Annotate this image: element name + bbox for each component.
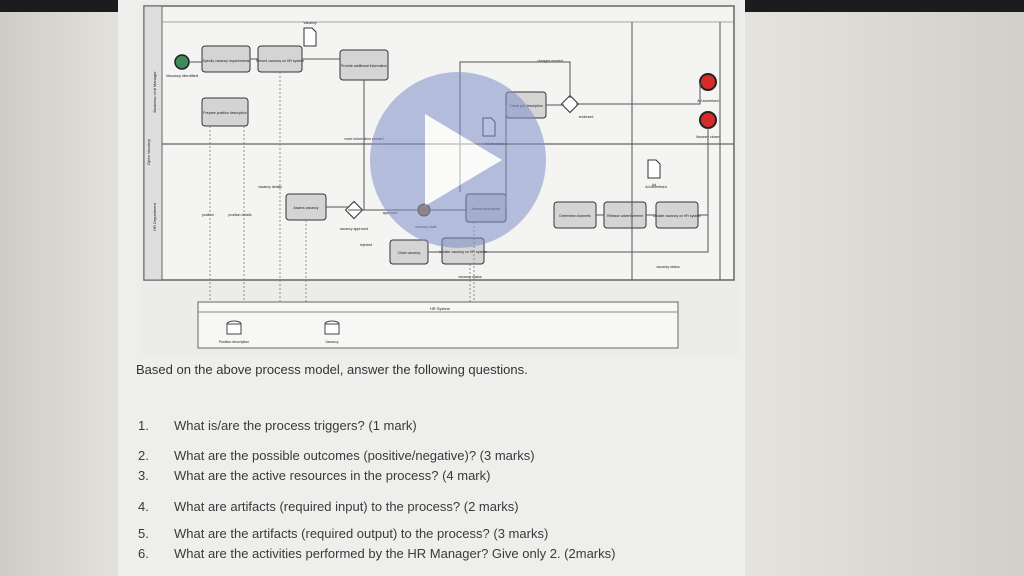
left-margin — [0, 12, 118, 576]
right-margin — [745, 12, 1024, 576]
diagram-label: Ad advertised — [697, 99, 718, 103]
data-ad — [647, 159, 661, 179]
intro-text: Based on the above process model, answer… — [136, 362, 528, 377]
diagram-label: vacancy details — [258, 185, 282, 189]
bpmn-diagram: Business Unit Manager Open Vacancy HR De… — [140, 2, 740, 356]
diagram-label: vacancy status — [656, 265, 679, 269]
hr-system-lane — [197, 301, 679, 349]
diagram-label: Determine channels — [559, 214, 590, 218]
diagram-label: Prepare position description — [203, 111, 246, 115]
diagram-label: Release advertisement — [607, 214, 643, 218]
task-prepare — [201, 97, 249, 127]
diagram-label: Vacancy — [325, 340, 338, 344]
diagram-label: HR System — [430, 306, 451, 311]
diagram-label: Specify vacancy requirements — [203, 59, 250, 63]
end-event-advertised — [699, 73, 717, 91]
play-video-button[interactable] — [370, 72, 546, 248]
diagram-label: Ad advertised — [645, 185, 666, 189]
lane-top-label: Business Unit Manager — [152, 71, 157, 113]
diagram-label: position — [202, 213, 214, 217]
gateway-endorsed — [560, 94, 580, 114]
lane-bottom-label: HR Department — [152, 202, 157, 231]
diagram-label: rejected — [360, 243, 373, 247]
diagram-label: Position description — [219, 340, 249, 344]
diagram-label: Close vacancy — [398, 251, 421, 255]
data-vacancy — [303, 27, 317, 47]
diagram-label: position details — [228, 213, 251, 217]
diagram-label: Assess vacancy — [293, 206, 318, 210]
start-event — [174, 54, 190, 70]
diagram-label: Ad — [652, 183, 656, 187]
diagram-label: Vacancy identified — [166, 73, 198, 78]
end-event-closed — [699, 111, 717, 129]
diagram-label: endorsed — [579, 115, 594, 119]
pool-header — [143, 5, 163, 281]
diagram-label: Update vacancy on HR system — [653, 214, 701, 218]
lane-top2-label: Open Vacancy — [146, 139, 151, 165]
diagram-label: changes needed — [537, 59, 563, 63]
diagram-label: vacancy approved — [340, 227, 368, 231]
diagram-label: Provide additional information — [341, 64, 387, 68]
diagram-label: Update vacancy on HR system — [439, 250, 487, 254]
diagram-label: Vacancy — [303, 21, 316, 25]
diagram-label: Record vacancy on HR system — [256, 59, 304, 63]
